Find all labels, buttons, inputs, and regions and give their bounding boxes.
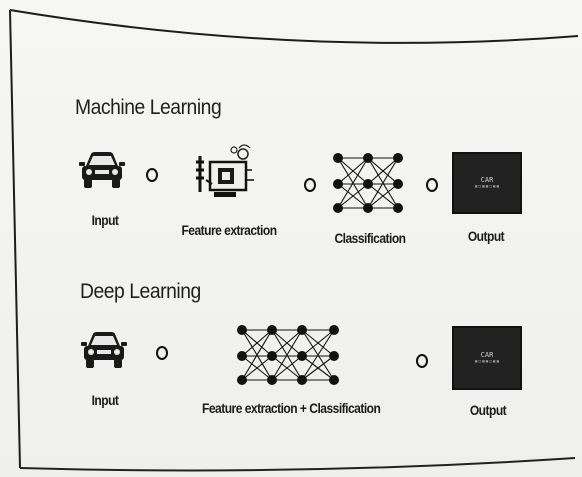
car-icon: [81, 332, 127, 368]
ml-output-text: CAR: [480, 176, 494, 184]
machine-learning-title: Machine Learning: [75, 96, 222, 119]
neural-network-icon: [237, 325, 339, 385]
ml-input-label: Input: [91, 212, 119, 228]
arrow-connector-icon: [146, 168, 158, 182]
output-image-icon: CAR ▪▫▪▪▫▪▪: [452, 326, 522, 390]
output-image-icon: CAR ▪▫▪▪▫▪▪: [452, 152, 522, 214]
ml-output-label: Output: [467, 228, 505, 244]
arrow-connector-icon: [416, 354, 428, 368]
deep-learning-title: Deep Learning: [80, 280, 201, 303]
arrow-connector-icon: [426, 178, 438, 192]
neural-network-icon: [333, 153, 403, 213]
dl-output-label: Output: [469, 402, 507, 418]
ml-classification-label: Classification: [334, 230, 406, 246]
dl-output-text: CAR: [480, 351, 494, 359]
ml-feature-label: Feature extraction: [181, 222, 277, 238]
dl-input-label: Input: [91, 392, 119, 408]
arrow-connector-icon: [156, 346, 168, 360]
car-icon: [79, 152, 125, 188]
dl-combined-label: Feature extraction + Classification: [202, 400, 381, 416]
feature-extraction-icon: [196, 144, 254, 197]
output-noise: ▪▫▪▪▫▪▪: [474, 358, 500, 365]
arrow-connector-icon: [304, 178, 316, 192]
output-noise: ▪▫▪▪▫▪▪: [474, 183, 500, 190]
